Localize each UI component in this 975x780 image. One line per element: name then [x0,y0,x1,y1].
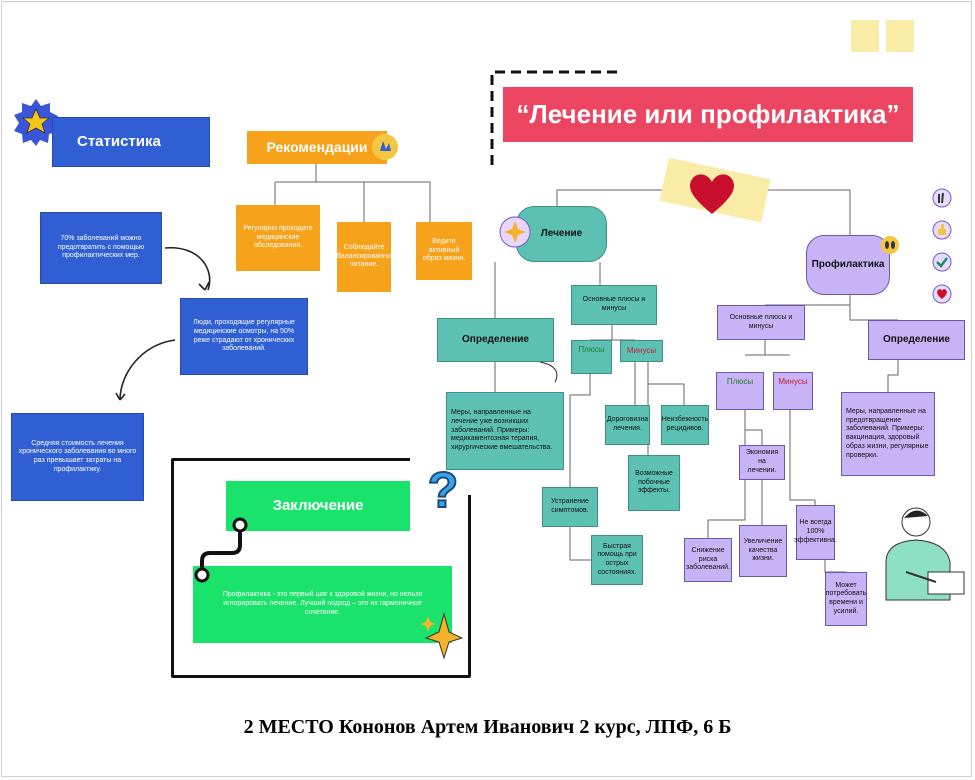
star-badge-icon [12,98,60,146]
list-item-text: Увеличение качества жизни. [743,537,783,563]
recommendation-item-3: Ведите активный образ жизни. [416,222,472,280]
treatment-label: Лечение [540,227,583,239]
definition-text: Меры, направленные на лечение уже возник… [451,409,553,452]
definition-label: Определение [883,333,950,345]
sparkle-icon [420,612,464,660]
definition-label: Определение [462,333,529,345]
list-item-text: Экономия на лечении. [745,449,779,474]
conclusion-text: Профилактика - это первый шаг к здоровой… [222,591,423,616]
prevention-pros-item-2: Снижение риска заболеваний. [684,538,732,582]
pros-label: Плюсы [726,377,754,386]
list-item-text: Может потребовать времени и усилий. [825,581,867,615]
yellow-square [851,20,879,52]
page-title: “Лечение или профилактика” [516,99,900,130]
thumbs-up-icon [932,220,952,240]
statistic-text: Люди, проходящие регулярные медицинские … [193,319,295,353]
statistic-box-3: Средняя стоимость лечения хронического з… [11,413,144,501]
conclusion-frame [171,458,471,678]
yellow-square [886,20,914,52]
treatment-pros-item-2: Быстрая помощь при острых состояниях. [591,535,643,585]
list-item-text: Неизбежность рецидивов. [661,416,709,432]
peace-hand-icon [932,188,952,208]
treatment-node: Лечение [516,206,607,262]
prevention-pros-header: Плюсы [716,372,764,410]
heart-icon [689,174,735,214]
footprints-icon [881,236,899,254]
heart-small-icon [932,284,952,304]
conclusion-label: Заключение [272,496,364,514]
treatment-definition-text: Меры, направленные на лечение уже возник… [446,392,564,470]
treatment-cons-item-2: Неизбежность рецидивов. [661,405,709,445]
question-mark-icon: ? [420,461,466,519]
prevention-pros-item-3: Увеличение качества жизни. [739,525,787,577]
treatment-pros-cons: Основные плюсы и минусы [571,285,657,325]
treatment-cons-item-1: Дороговизна лечения. [605,405,650,445]
prevention-cons-item-1: Не всегда 100% эффективна. [794,505,837,560]
recommendation-text: Соблюдайте сбалансированное питание. [333,243,395,269]
recommendation-item-1: Регулярно проходите медицинские обследов… [236,205,320,271]
footer-caption: 2 МЕСТО Кононов Артем Иванович 2 курс, Л… [243,716,732,738]
list-item-text: Не всегда 100% эффективна. [794,519,837,544]
prevention-pros-cons: Основные плюсы и минусы [717,305,805,340]
checkmark-icon [932,252,952,272]
statistics-header: Статистика [52,117,210,167]
cons-label: Минусы [778,377,808,386]
list-item-text: Дороговизна лечения. [606,416,649,432]
treatment-cons-header: Минусы [620,340,663,362]
prevention-definition-text: Меры, направленные на предотвращение заб… [841,392,935,476]
definition-text: Меры, направленные на предотвращение заб… [846,407,929,459]
treatment-pros-header: Плюсы [571,340,612,374]
statistic-box-1: 70% заболеваний можно предотвратить с по… [40,212,162,284]
prevention-pros-item-1: Экономия на лечении. [739,445,785,480]
list-item-text: Снижение риска заболеваний. [686,546,731,572]
flower-icon [499,216,531,248]
pros-cons-label: Основные плюсы и минусы [729,313,793,330]
list-item-text: Возможные побочные эффекты. [635,469,673,495]
cons-label: Минусы [626,346,657,355]
treatment-pros-item-1: Устранение симптомов. [542,487,598,527]
question-mark: ? [427,461,460,519]
recommendation-text: Регулярно проходите медицинские обследов… [243,224,313,250]
prevention-label: Профилактика [811,258,885,270]
recommendations-header: Рекомендации [247,131,387,164]
statistic-text: 70% заболеваний можно предотвратить с по… [57,234,145,260]
recommendations-label: Рекомендации [266,138,368,155]
statistic-text: Средняя стоимость лечения хронического з… [18,439,137,473]
treatment-definition-header: Определение [437,318,554,362]
prevention-definition-header: Определение [868,320,965,360]
recommendation-item-2: Соблюдайте сбалансированное питание. [333,222,395,292]
list-item-text: Быстрая помощь при острых состояниях. [597,542,637,576]
pros-label: Плюсы [578,345,605,354]
squiggle-icon [194,517,248,583]
conclusion-header: Заключение [226,481,410,531]
list-item-text: Устранение симптомов. [551,498,589,514]
prevention-cons-item-2: Может потребовать времени и усилий. [825,572,867,626]
person-writing-illustration [885,507,965,601]
pros-cons-label: Основные плюсы и минусы [582,296,646,312]
conclusion-body: Профилактика - это первый шаг к здоровой… [193,566,452,643]
statistic-box-2: Люди, проходящие регулярные медицинские … [180,298,308,375]
hand-badge-icon [370,132,400,162]
prevention-node: Профилактика [806,235,890,295]
title-banner: “Лечение или профилактика” [503,87,913,142]
statistics-label: Статистика [77,132,161,150]
prevention-cons-header: Минусы [773,372,813,410]
treatment-cons-item-3: Возможные побочные эффекты. [628,455,680,511]
recommendation-text: Ведите активный образ жизни. [422,237,466,263]
